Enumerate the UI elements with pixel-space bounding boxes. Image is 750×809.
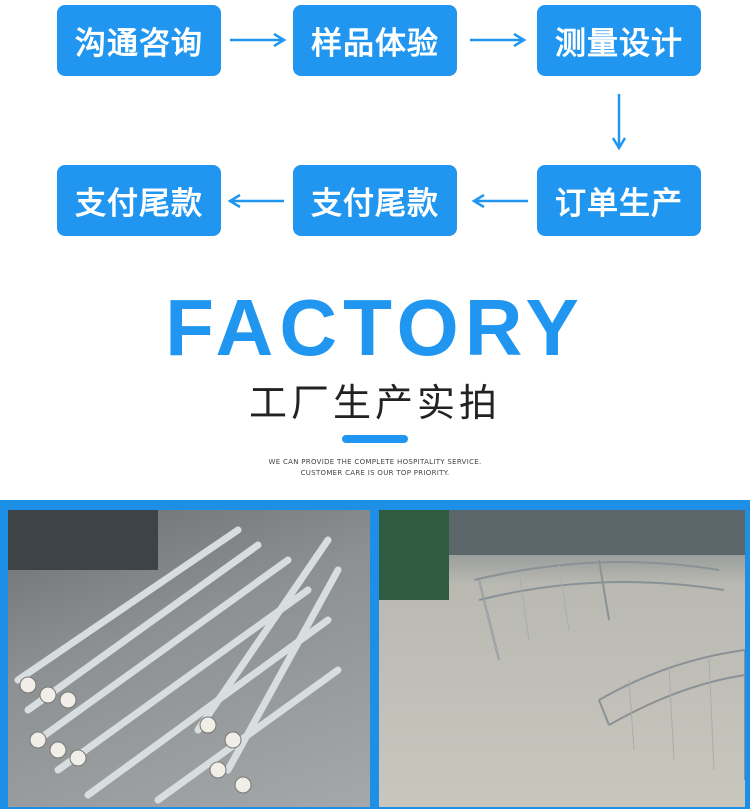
arrow-right-icon — [230, 32, 287, 48]
photo-factory-yard — [379, 510, 745, 807]
arrow-right-icon — [470, 32, 527, 48]
step-final-payment: 支付尾款 — [293, 165, 457, 236]
step-measure-design: 测量设计 — [537, 5, 701, 76]
step-final-payment-2: 支付尾款 — [57, 165, 221, 236]
section-title: FACTORY — [165, 283, 585, 372]
photo-packed-scaffolding — [8, 510, 370, 807]
photo-frame — [0, 500, 750, 809]
arrow-left-icon — [471, 193, 528, 209]
step-consult: 沟通咨询 — [57, 5, 221, 76]
divider-bar — [342, 435, 408, 443]
section-subtitle: 工厂生产实拍 — [248, 381, 501, 425]
step-production: 订单生产 — [537, 165, 701, 236]
step-sample: 样品体验 — [293, 5, 457, 76]
arrow-down-icon — [611, 94, 627, 151]
arrow-left-icon — [227, 193, 284, 209]
tagline-1: WE CAN PROVIDE THE COMPLETE HOSPITALITY … — [268, 458, 482, 466]
tagline-2: CUSTOMER CARE IS OUR TOP PRIORITY. — [300, 469, 450, 477]
